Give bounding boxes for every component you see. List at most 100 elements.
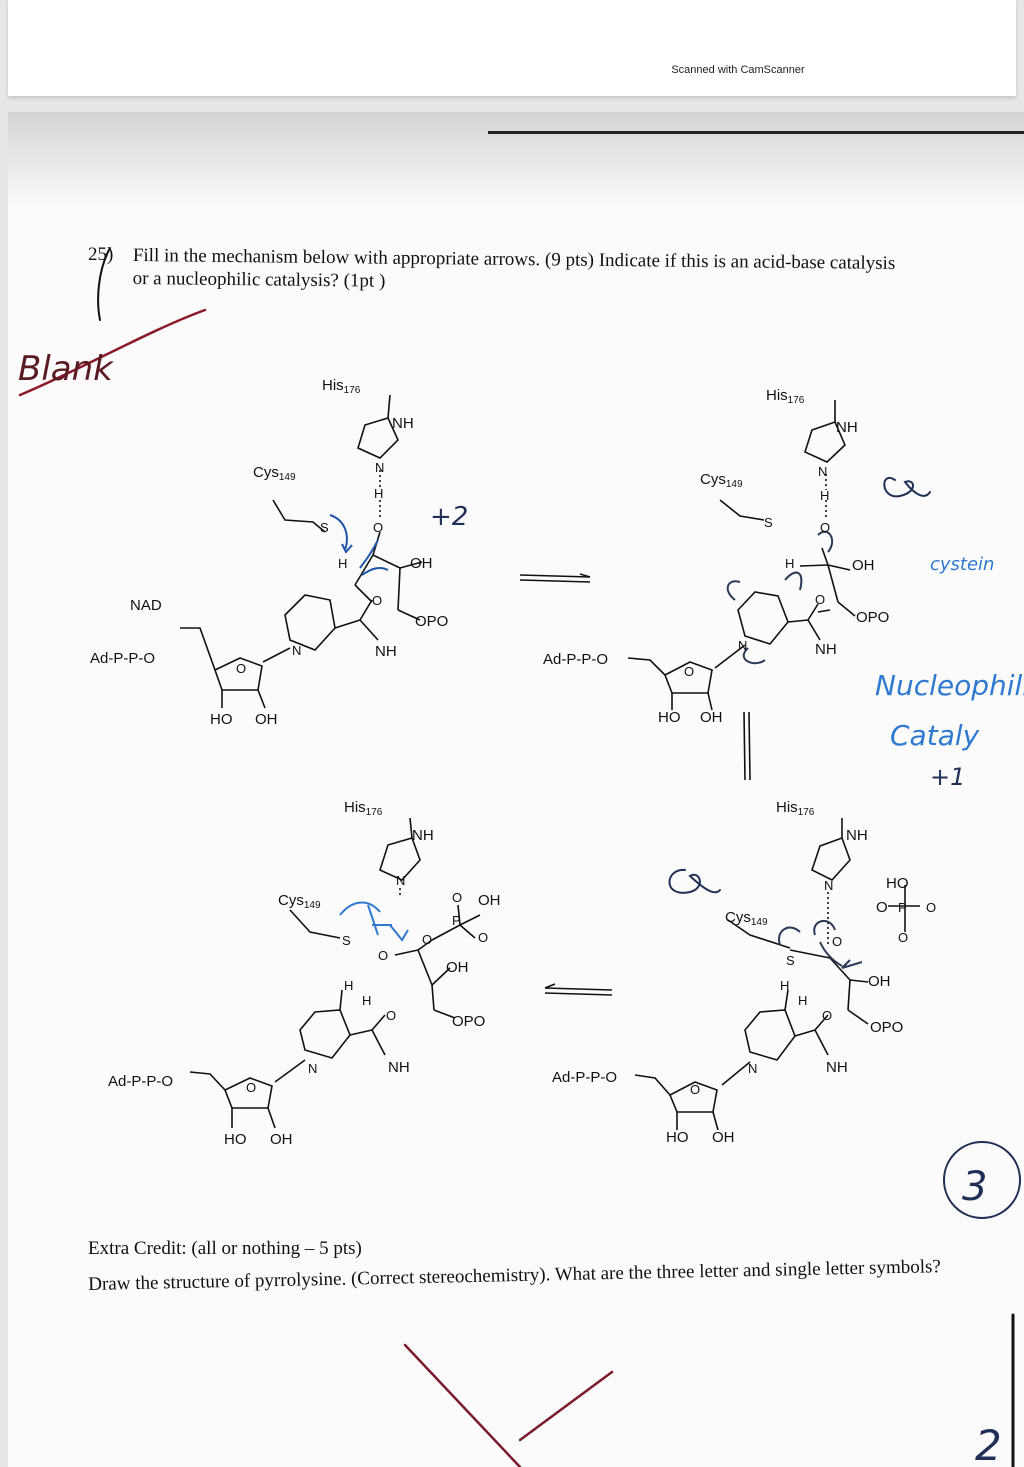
opo3-label-2: OPO xyxy=(856,609,889,626)
equilibrium-arrow-right xyxy=(743,711,751,781)
ribose-ring-4 xyxy=(668,1081,718,1113)
o-label-4: O xyxy=(832,934,842,949)
o-label-2b: O xyxy=(815,592,825,607)
h-label-1: H xyxy=(374,486,383,501)
nh2-label-2: NH xyxy=(815,641,837,658)
nh-label-2: NH xyxy=(836,419,858,436)
s-label-2: S xyxy=(764,515,773,530)
o-label-3b: O xyxy=(378,948,388,963)
his-label-1: His176 xyxy=(322,377,361,396)
ribose-o-2: O xyxy=(684,664,694,679)
equilibrium-arrow-bottom xyxy=(544,983,613,996)
h-label-4: H xyxy=(780,978,789,993)
s-label-4: S xyxy=(786,953,795,968)
dihydronicotinamide-ring-3 xyxy=(299,1009,351,1059)
nicotinamide-ring-1 xyxy=(284,594,336,651)
ribose-ring-2 xyxy=(663,661,713,694)
cys-label-3: Cys149 xyxy=(278,892,321,911)
adpp-label-3: Ad-P-P-O xyxy=(108,1073,173,1090)
p-label-4: P xyxy=(898,900,907,915)
panel-4 xyxy=(634,818,920,1131)
ho-p-label-4: HO xyxy=(886,875,909,892)
n-plus-label-2: N xyxy=(818,464,827,479)
o-minus-label-4: O xyxy=(926,900,936,915)
n-ring-4: N xyxy=(748,1061,757,1076)
oh-label-2b: OH xyxy=(700,709,723,726)
handwritten-note: cystein xyxy=(930,554,994,575)
opo3-label-1: OPO xyxy=(415,613,448,630)
n-ring-3: N xyxy=(308,1061,317,1076)
imidazole-ring-4 xyxy=(811,836,851,881)
o-label-4b: O xyxy=(876,899,888,916)
nad-label: NAD xyxy=(130,597,162,614)
o-minus-label-3: O xyxy=(478,930,488,945)
ho-label-1: HO xyxy=(210,711,233,728)
extra-credit-title: Extra Credit: (all or nothing – 5 pts) xyxy=(88,1238,362,1259)
o-label-3c: O xyxy=(452,890,462,905)
his-label-4: His176 xyxy=(776,799,815,818)
page-edge-line xyxy=(488,131,1024,134)
scanner-watermark: Scanned with CamScanner xyxy=(671,64,805,76)
oh-label-4: OH xyxy=(868,973,891,990)
handwriting: Blank +2 cystein Nucleophili Cataly +1 3… xyxy=(18,247,1024,1467)
nh-label-3: NH xyxy=(412,827,434,844)
nh2-label-1: NH xyxy=(375,643,397,660)
n-plus-label-1: N xyxy=(375,460,384,475)
oh-label-3b: OH xyxy=(446,959,469,976)
dihydronicotinamide-ring-4 xyxy=(744,1009,796,1061)
worksheet-page: 25) Fill in the mechanism below with app… xyxy=(8,112,1024,1467)
imidazole-ring-1 xyxy=(357,417,399,459)
o-label-4c: O xyxy=(898,930,908,945)
adpp-label-1: Ad-P-P-O xyxy=(90,650,155,667)
ho-label-2: HO xyxy=(658,709,681,726)
adpp-label-4: Ad-P-P-O xyxy=(552,1069,617,1086)
ribose-o-3: O xyxy=(246,1080,256,1095)
nh2-label-4: NH xyxy=(826,1059,848,1076)
h-label-3b: H xyxy=(362,993,371,1008)
o-label-4d: O xyxy=(822,1008,832,1023)
ribose-o-4: O xyxy=(690,1082,700,1097)
cross-mark-1 xyxy=(403,1343,522,1467)
o-label-1b: O xyxy=(372,593,382,608)
adpp-label-2: Ad-P-P-O xyxy=(543,651,608,668)
panel-1-arrows xyxy=(329,514,389,576)
plus-one-mark: +1 xyxy=(930,763,965,791)
edge-mark: 2 xyxy=(975,1421,1002,1467)
ribose-ring-1 xyxy=(214,657,263,691)
ribose-o-1: O xyxy=(236,661,246,676)
n-plus-ring-1: N xyxy=(292,643,301,658)
score-mark: 3 xyxy=(962,1164,987,1210)
oh-label-4b: OH xyxy=(712,1129,735,1146)
cys-label-2: Cys149 xyxy=(700,471,743,490)
h-label-3: H xyxy=(344,978,353,993)
s-minus-label-1: S xyxy=(320,520,329,535)
oh-label-3: OH xyxy=(478,892,501,909)
o-label-1: O xyxy=(373,520,383,535)
n-plus-ring-2: N xyxy=(738,638,747,653)
panel-3-arrows xyxy=(339,901,409,942)
score-circle xyxy=(943,1141,1021,1219)
grade-mark: Blank xyxy=(18,349,114,389)
n-plus-label-4: N xyxy=(824,878,833,893)
catalysis-answer-line1: Nucleophili xyxy=(875,669,1024,702)
scan-shadow xyxy=(8,112,1024,207)
oh-label-2: OH xyxy=(852,557,875,574)
ho-label-4: HO xyxy=(666,1129,689,1146)
h-label-4b: H xyxy=(798,993,807,1008)
panel-2-arrows xyxy=(726,530,834,665)
panel-2 xyxy=(627,400,856,711)
cys-label-4: Cys149 xyxy=(725,909,768,928)
cys-label-1: Cys149 xyxy=(253,464,296,483)
nh-label-1: NH xyxy=(392,415,414,432)
h-label-2b: H xyxy=(785,556,794,571)
catalysis-answer-line2: Cataly xyxy=(890,719,980,752)
o-label-2: O xyxy=(820,520,830,535)
question-number: 25) xyxy=(88,244,114,265)
panel-3 xyxy=(189,817,481,1129)
opo3-label-4: OPO xyxy=(870,1019,903,1036)
equilibrium-arrow-top xyxy=(519,573,591,583)
imidazole-ring-2 xyxy=(804,421,846,463)
cross-mark-2 xyxy=(518,1370,614,1442)
oh-label-3c: OH xyxy=(270,1131,293,1148)
